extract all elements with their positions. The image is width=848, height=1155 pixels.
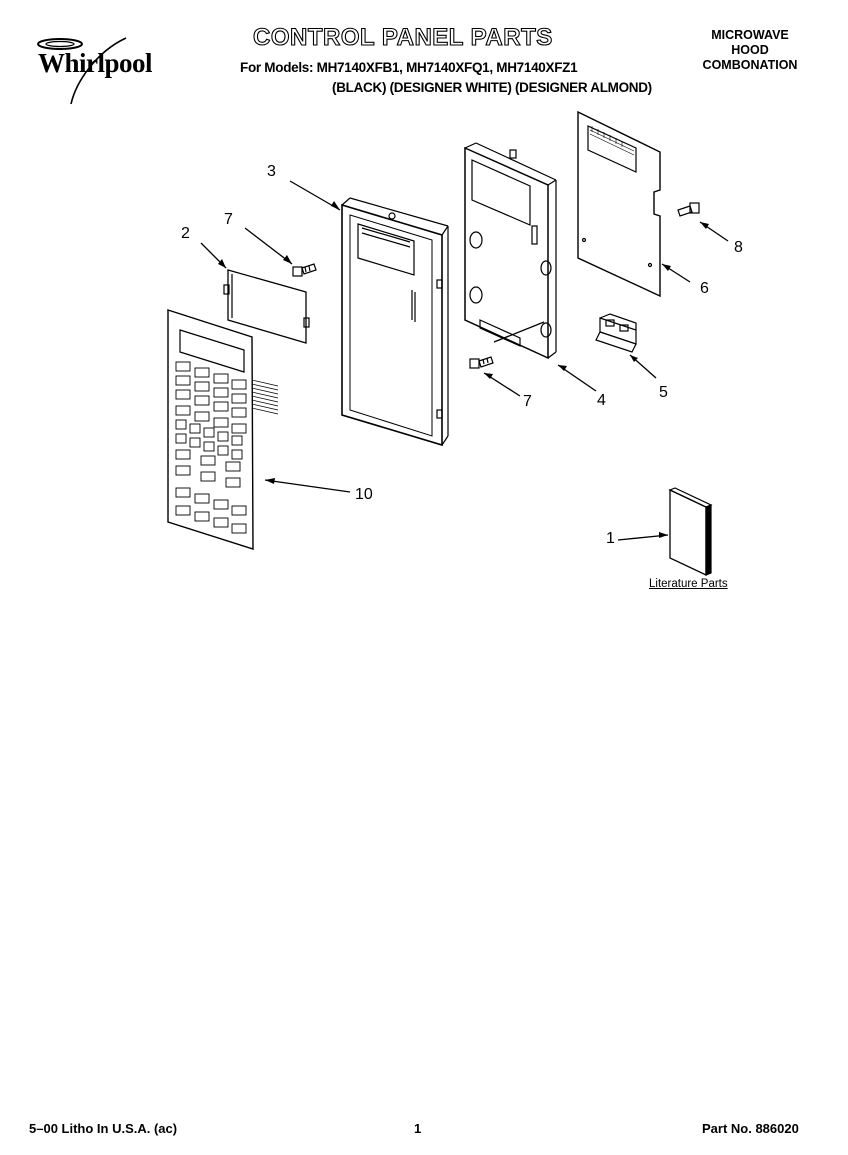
screw-upper <box>292 263 317 277</box>
footer-litho: 5–00 Litho In U.S.A. (ac) <box>29 1121 178 1136</box>
callout-7-lower: 7 <box>523 393 532 410</box>
control-panel-frame <box>341 197 449 447</box>
category-line-3: COMBONATION <box>702 58 798 72</box>
arrowheads <box>218 201 709 538</box>
callout-3: 3 <box>267 163 276 180</box>
page-title: CONTROL PANEL PARTS <box>252 23 553 51</box>
control-board <box>577 110 661 298</box>
callout-10: 10 <box>355 486 373 503</box>
display-window <box>223 269 310 344</box>
control-housing <box>464 142 557 360</box>
callout-4: 4 <box>597 392 606 409</box>
logo-swoosh-icon <box>37 37 127 105</box>
category-line-2: HOOD <box>731 43 769 57</box>
brand-name: Whirlpool <box>38 48 153 78</box>
callout-6: 6 <box>700 280 709 297</box>
footer-part-number: Part No. 886020 <box>702 1121 799 1136</box>
callout-8: 8 <box>734 239 743 256</box>
colors-line: (BLACK) (DESIGNER WHITE) (DESIGNER ALMON… <box>332 80 652 95</box>
callout-1: 1 <box>606 530 615 547</box>
footer-page-number: 1 <box>414 1121 422 1136</box>
whirlpool-logo: Whirlpool <box>26 32 176 106</box>
callout-2: 2 <box>181 225 190 242</box>
category-block: MICROWAVE HOOD COMBONATION <box>695 28 805 73</box>
literature-booklet <box>668 487 713 577</box>
category-line-1: MICROWAVE <box>711 28 789 42</box>
latch-bracket <box>595 313 637 353</box>
board-screw <box>677 202 700 217</box>
literature-parts-label: Literature Parts <box>649 578 728 590</box>
models-line: For Models: MH7140XFB1, MH7140XFQ1, MH71… <box>240 60 578 75</box>
keypad-membrane <box>167 309 279 550</box>
screw-lower <box>469 356 494 369</box>
callout-7-upper: 7 <box>224 211 233 228</box>
callout-5: 5 <box>659 384 668 401</box>
